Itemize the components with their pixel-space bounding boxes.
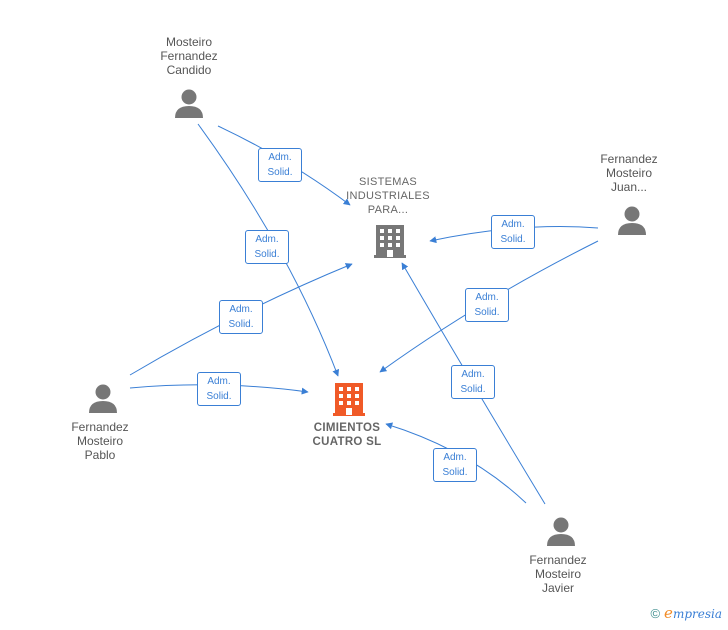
- brand-footer[interactable]: ©empresia: [650, 604, 722, 622]
- person-label-juan[interactable]: Fernandez Mosteiro Juan...: [569, 152, 689, 194]
- relation-role: Adm.: [443, 452, 467, 463]
- copyright-icon: ©: [650, 606, 661, 621]
- company-name-line: CUATRO SL: [312, 436, 382, 448]
- person-icon-candido[interactable]: [175, 89, 203, 119]
- relation-type: Solid.: [474, 307, 500, 318]
- person-name-line: Pablo: [84, 448, 116, 462]
- person-icon-pablo[interactable]: [89, 384, 117, 414]
- relation-role: Adm.: [461, 369, 485, 380]
- person-icon-javier[interactable]: [547, 517, 575, 547]
- relation-type: Solid.: [267, 167, 293, 178]
- relation-label-candido-sistemas[interactable]: Adm. Solid.: [258, 148, 302, 182]
- relation-label-juan-sistemas[interactable]: Adm. Solid.: [491, 215, 535, 249]
- relation-type: Solid.: [460, 384, 486, 395]
- relation-type: Solid.: [442, 467, 468, 478]
- person-name-line: Mosteiro: [76, 434, 123, 448]
- relation-role: Adm.: [229, 304, 253, 315]
- relation-role: Adm.: [255, 234, 279, 245]
- relation-role: Adm.: [207, 376, 231, 387]
- relation-type: Solid.: [500, 234, 526, 245]
- brand-logo-text: mpresia: [672, 607, 722, 621]
- relation-role: Adm.: [501, 219, 525, 230]
- person-name-line: Fernandez: [600, 152, 658, 166]
- brand-logo-e: e: [664, 604, 673, 622]
- person-icon-juan[interactable]: [618, 206, 646, 236]
- building-icon-cimientos[interactable]: [333, 383, 365, 416]
- company-name-line: INDUSTRIALES: [346, 190, 430, 202]
- person-label-pablo[interactable]: Fernandez Mosteiro Pablo: [40, 420, 160, 462]
- company-name-line: CIMIENTOS: [313, 422, 381, 434]
- relation-type: Solid.: [206, 391, 232, 402]
- relation-label-juan-cimientos[interactable]: Adm. Solid.: [465, 288, 509, 322]
- building-icon-sistemas[interactable]: [374, 225, 406, 258]
- company-label-sistemas[interactable]: SISTEMAS INDUSTRIALES PARA...: [328, 175, 448, 217]
- person-label-candido[interactable]: Mosteiro Fernandez Candido: [129, 35, 249, 77]
- person-name-line: Fernandez: [71, 420, 129, 434]
- person-name-line: Mosteiro: [605, 166, 652, 180]
- relation-role: Adm.: [475, 292, 499, 303]
- person-label-javier[interactable]: Fernandez Mosteiro Javier: [498, 553, 618, 595]
- person-name-line: Javier: [541, 581, 574, 595]
- person-name-line: Fernandez: [160, 49, 218, 63]
- person-name-line: Candido: [166, 63, 212, 77]
- company-name-line: PARA...: [367, 204, 409, 216]
- relation-role: Adm.: [268, 152, 292, 163]
- relation-label-candido-cimientos[interactable]: Adm. Solid.: [245, 230, 289, 264]
- relation-label-javier-sistemas[interactable]: Adm. Solid.: [451, 365, 495, 399]
- relation-label-javier-cimientos[interactable]: Adm. Solid.: [433, 448, 477, 482]
- relation-label-pablo-sistemas[interactable]: Adm. Solid.: [219, 300, 263, 334]
- relation-label-pablo-cimientos[interactable]: Adm. Solid.: [197, 372, 241, 406]
- person-name-line: Fernandez: [529, 553, 587, 567]
- person-name-line: Mosteiro: [165, 35, 212, 49]
- company-label-cimientos[interactable]: CIMIENTOS CUATRO SL: [287, 421, 407, 449]
- relation-type: Solid.: [254, 249, 280, 260]
- relation-type: Solid.: [228, 319, 254, 330]
- company-name-line: SISTEMAS: [358, 176, 418, 188]
- person-name-line: Mosteiro: [534, 567, 581, 581]
- person-name-line: Juan...: [610, 180, 648, 194]
